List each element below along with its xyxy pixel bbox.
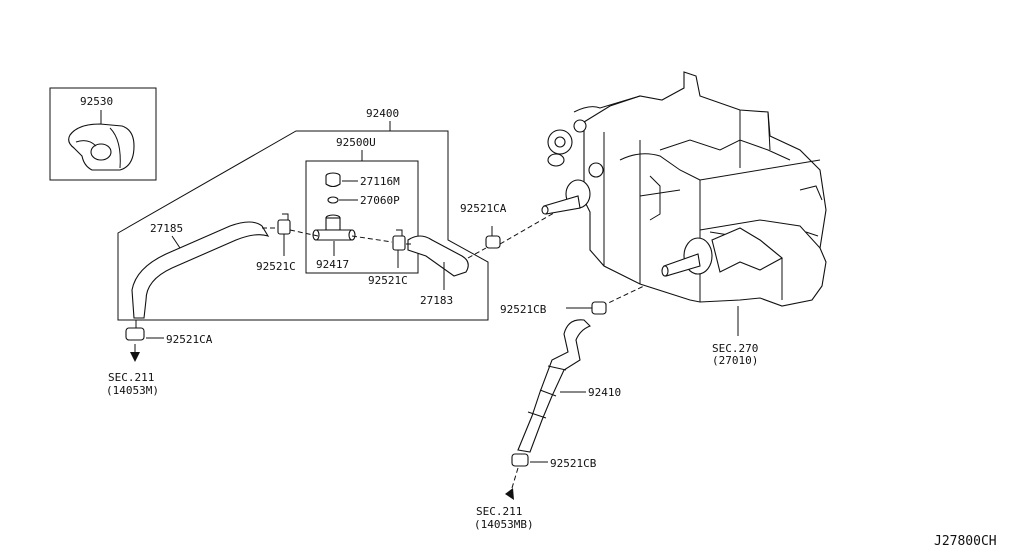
label-92417: 92417 (316, 258, 349, 271)
hose-92410: 92410 (517, 319, 621, 453)
heater-unit: SEC.270 (27010) (541, 71, 827, 367)
clamp-92521CB-bottom: 92521CB SEC.211 (14053MB) (474, 453, 597, 531)
label-92530: 92530 (80, 95, 113, 108)
label-92410: 92410 (588, 386, 621, 399)
cap-27116M (325, 172, 341, 188)
label-92500U: 92500U (336, 136, 376, 149)
sec211-bottom-line2: (14053MB) (474, 518, 534, 531)
subassembly-92500U: 92500U 27116M 27060P 92417 (305, 136, 419, 274)
tee-fitting-92417 (312, 214, 356, 241)
assembly-outline-92400: 92400 (117, 107, 489, 321)
label-27116M: 27116M (360, 175, 400, 188)
dashed-connection-to-heater-a (467, 205, 567, 259)
sec211-left-line2: (14053M) (106, 384, 159, 397)
label-92521C-right: 92521C (368, 274, 408, 287)
label-27185: 27185 (150, 222, 183, 235)
label-92521CA-top: 92521CA (460, 202, 507, 215)
oring-27060P (327, 196, 339, 204)
label-92400: 92400 (366, 107, 399, 120)
clamp-92521CB-top: 92521CB (500, 301, 607, 316)
inset-92530: 92530 (49, 87, 157, 181)
label-92521CA-bottom: 92521CA (166, 333, 213, 346)
insulator-92530 (68, 123, 135, 171)
label-92521CB-top: 92521CB (500, 303, 547, 316)
clamp-92521CA-top: 92521CA (460, 202, 507, 249)
label-27060P: 27060P (360, 194, 400, 207)
sec211-left-line1: SEC.211 (108, 371, 154, 384)
hose-27183: 27183 (407, 235, 469, 307)
arrow-down-left-icon (505, 488, 514, 500)
label-92521C-left: 92521C (256, 260, 296, 273)
clamp-92521CA-bottom: 92521CA SEC.211 (14053M) (106, 320, 213, 397)
sec270-line2: (27010) (712, 354, 758, 367)
dashed-connection-upper (262, 227, 412, 245)
reference-code: J27800CH (934, 534, 997, 549)
sec211-bottom-line1: SEC.211 (476, 505, 522, 518)
arrow-down-icon (130, 352, 140, 362)
sec270-line1: SEC.270 (712, 342, 758, 355)
label-27183: 27183 (420, 294, 453, 307)
clamp-92521C-right: 92521C (368, 229, 408, 287)
label-92521CB-bottom: 92521CB (550, 457, 597, 470)
clamp-92521C-left: 92521C (256, 213, 296, 273)
hose-27185: 27185 (131, 221, 270, 319)
